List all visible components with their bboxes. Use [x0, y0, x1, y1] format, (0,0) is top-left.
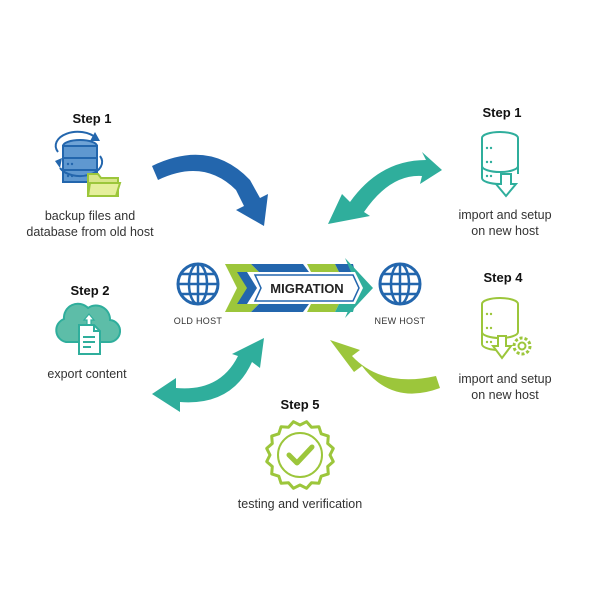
description-line: import and setup [458, 372, 552, 386]
description-line: database from old host [26, 225, 154, 239]
banner-stripe [307, 264, 339, 272]
banner-arrow-head [345, 258, 373, 318]
step-export-title: Step 2 [70, 283, 110, 298]
description-line: export content [47, 367, 127, 381]
banner-stripe [251, 304, 309, 312]
step-testing-title: Step 5 [280, 397, 320, 412]
step-backup-description: backup files and database from old host [0, 208, 180, 240]
banner-stripe [307, 304, 339, 312]
old-host-globe-icon [176, 262, 220, 306]
curved-arrow-teal-double-bottom [152, 338, 264, 412]
new-host-label: NEW HOST [374, 316, 426, 326]
cloud-upload-document-icon [55, 302, 122, 355]
curved-arrow-blue [152, 154, 268, 226]
step-import-setup-title: Step 4 [483, 270, 523, 285]
step-testing-description: testing and verification [215, 496, 385, 512]
curved-arrow-lime [330, 340, 440, 394]
database-import-icon [481, 131, 519, 198]
database-import-gear-icon [481, 297, 532, 360]
step-import-setup-description: import and setup on new host [420, 371, 590, 403]
description-line: backup files and [44, 209, 136, 223]
description-line: on new host [471, 224, 539, 238]
step-import-top-title: Step 1 [482, 105, 522, 120]
old-host-label: OLD HOST [173, 316, 223, 326]
banner-chevron [237, 272, 257, 304]
step-backup-title: Step 1 [72, 111, 112, 126]
database-backup-folder-icon [54, 130, 122, 197]
migration-label: MIGRATION [270, 281, 343, 296]
migration-banner: MIGRATION [225, 258, 373, 318]
description-line: import and setup [458, 208, 552, 222]
step-import-top-description: import and setup on new host [420, 207, 590, 239]
step-export-description: export content [2, 366, 172, 382]
new-host-globe-icon [378, 262, 422, 306]
curved-arrow-teal-double-top [328, 152, 442, 224]
badge-check-icon [265, 420, 335, 490]
description-line: testing and verification [237, 497, 363, 511]
banner-stripe [251, 264, 309, 272]
description-line: on new host [471, 388, 539, 402]
